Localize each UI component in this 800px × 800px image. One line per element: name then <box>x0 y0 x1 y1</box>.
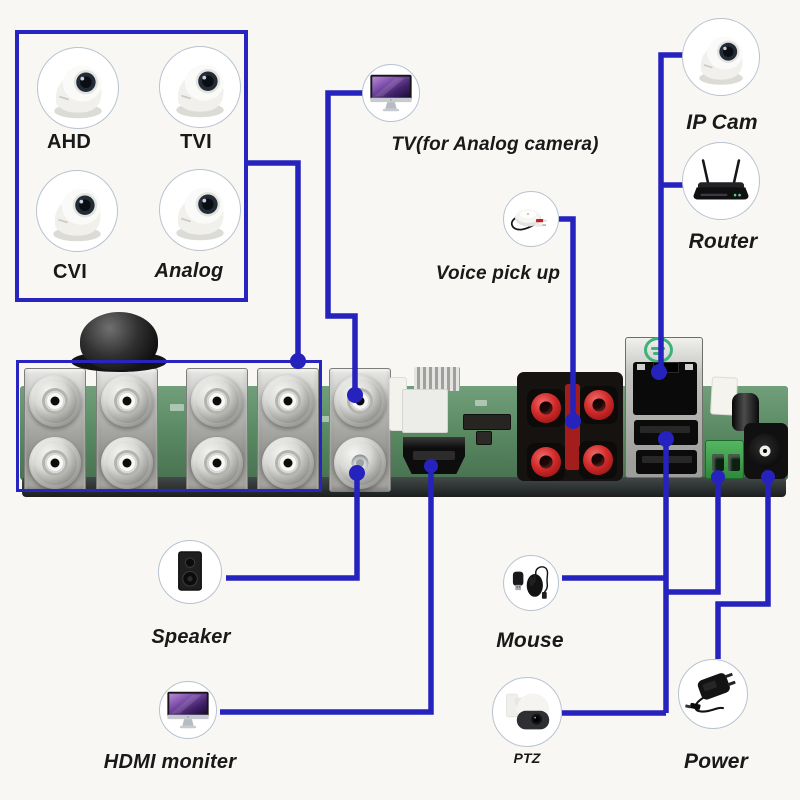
rca-jack <box>579 441 617 479</box>
rs485-terminal-block <box>705 440 744 479</box>
usb-port-2 <box>636 450 697 474</box>
ptz-label: PTZ <box>513 750 541 766</box>
power-adapter-icon <box>683 664 743 724</box>
bnc-connector <box>191 375 243 427</box>
camera-cvi-label: CVI <box>53 261 87 283</box>
ethernet-sticker <box>644 337 673 363</box>
bnc-video-in-block-1 <box>24 368 86 492</box>
tv-node <box>362 64 420 122</box>
wire-tv-to-video-out <box>325 90 364 393</box>
power-label: Power <box>683 750 749 773</box>
rca-jack <box>527 389 565 427</box>
monitor-icon <box>164 689 212 731</box>
speaker-node <box>158 540 222 604</box>
tv-label: TV(for Analog camera) <box>391 134 599 155</box>
dc-power-barrel <box>748 434 782 468</box>
dome-camera-icon <box>164 174 236 246</box>
rca-jack <box>527 443 565 481</box>
rca-jack <box>580 386 618 424</box>
ip-cam-node <box>682 18 760 96</box>
camera-analog <box>159 169 241 251</box>
camera-cvi <box>36 170 118 252</box>
ic-chip-small <box>476 431 492 445</box>
microphone-icon <box>506 199 556 239</box>
hdmi-port <box>403 437 465 474</box>
router-node <box>682 142 760 220</box>
wire-cameras-to-video-in <box>248 160 301 359</box>
mouse-label: Mouse <box>496 629 564 652</box>
dome-camera-icon <box>688 24 754 90</box>
rca-audio-out <box>334 437 386 489</box>
usb-port-1 <box>634 420 698 445</box>
camera-ahd-label: AHD <box>47 131 91 153</box>
bnc-video-in-block-2 <box>96 368 158 492</box>
white-block <box>402 389 448 433</box>
rca-red-body <box>565 384 580 470</box>
video-input-highlight-frame <box>16 360 322 492</box>
camera-ahd <box>37 47 119 129</box>
voice-pickup-node <box>503 191 559 247</box>
hdmi-monitor-node <box>159 681 217 739</box>
analog-camera-box <box>15 30 248 302</box>
bnc-connector <box>29 375 81 427</box>
bnc-video-out <box>334 375 386 427</box>
wire-power-jack-to-adapter <box>715 479 771 659</box>
bnc-connector <box>262 375 314 427</box>
voice-pickup-label: Voice pick up <box>435 263 561 284</box>
camera-analog-label: Analog <box>154 260 224 282</box>
mouse-icon <box>507 563 555 603</box>
speaker-icon <box>164 546 216 598</box>
bnc-connector <box>101 437 153 489</box>
power-node <box>678 659 748 729</box>
bnc-video-in-block-3 <box>186 368 248 492</box>
hdmi-monitor-label: HDMI moniter <box>103 751 237 773</box>
mouse-node <box>503 555 559 611</box>
ptz-node <box>492 677 562 747</box>
router-label: Router <box>688 230 758 253</box>
ip-cam-label: IP Cam <box>686 111 758 134</box>
wire-monitor-to-hdmi <box>220 468 434 715</box>
dome-camera-icon <box>42 52 114 124</box>
ic-chip <box>463 414 511 430</box>
ptz-camera-icon <box>497 682 557 742</box>
heatsink <box>414 367 460 391</box>
speaker-label: Speaker <box>151 626 231 648</box>
dome-camera-icon <box>164 51 236 123</box>
camera-tvi-label: TVI <box>180 131 212 153</box>
dome-camera-icon <box>41 175 113 247</box>
wire-ipcam-router-to-ethernet <box>658 52 683 370</box>
monitor-icon <box>367 72 415 114</box>
camera-tvi <box>159 46 241 128</box>
av-out-block <box>329 368 391 492</box>
router-icon <box>689 155 753 207</box>
rj45-ethernet-port <box>633 362 697 415</box>
bnc-connector <box>29 437 81 489</box>
bnc-connector <box>101 375 153 427</box>
